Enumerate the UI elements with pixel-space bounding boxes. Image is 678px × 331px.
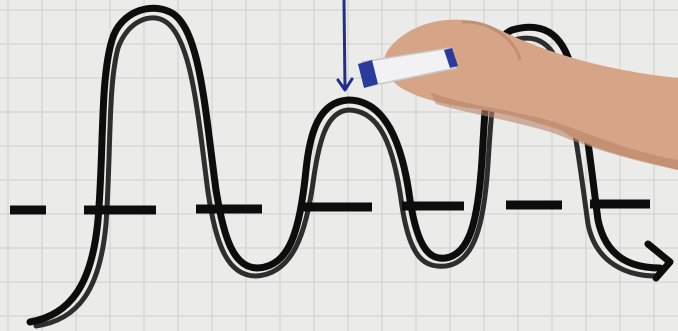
whiteboard-drawing — [0, 0, 678, 331]
whiteboard-photo — [0, 0, 678, 331]
